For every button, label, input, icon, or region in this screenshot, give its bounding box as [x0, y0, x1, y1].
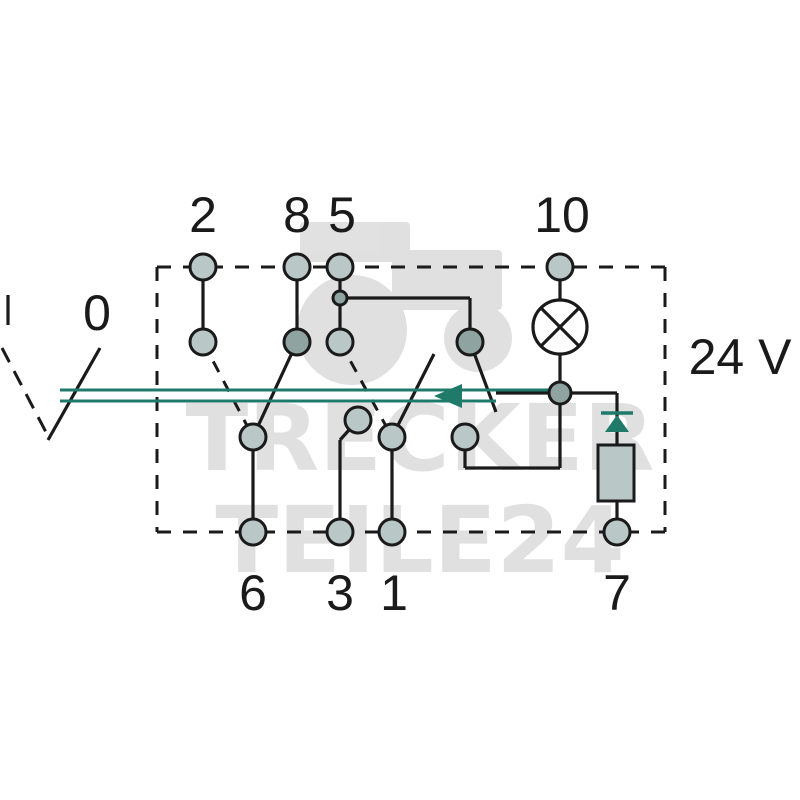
labels: 2 8 5 10 6 3 1 7 0 24 V	[83, 187, 792, 621]
label-terminal-8: 8	[283, 187, 311, 243]
label-terminal-6: 6	[239, 565, 267, 621]
terminal-5	[325, 252, 355, 282]
contact-middle	[455, 327, 485, 357]
junction-lamp	[547, 380, 573, 406]
terminal-1	[377, 517, 407, 547]
contact-1	[377, 422, 407, 452]
contact-2	[188, 327, 218, 357]
terminal-3	[325, 517, 355, 547]
label-terminal-5: 5	[328, 187, 356, 243]
terminal-10	[545, 252, 575, 282]
contact-6	[238, 422, 268, 452]
contacts	[188, 252, 632, 547]
watermark-line-2: TEILE24	[215, 487, 624, 594]
resistor-icon	[596, 443, 636, 503]
contact-5	[325, 327, 355, 357]
label-terminal-7: 7	[603, 565, 631, 621]
label-position-0: 0	[83, 285, 111, 341]
terminal-8	[282, 252, 312, 282]
lamp-icon	[531, 298, 589, 356]
terminal-7	[602, 517, 632, 547]
diode-icon	[601, 411, 633, 432]
tractor-watermark-icon	[297, 222, 512, 385]
label-terminal-1: 1	[380, 565, 408, 621]
label-voltage: 24 V	[689, 329, 793, 385]
label-terminal-10: 10	[534, 187, 590, 243]
terminal-2	[188, 252, 218, 282]
junction-5	[331, 289, 349, 307]
contact-8	[282, 327, 312, 357]
contact-lower	[450, 422, 480, 452]
contact-3	[343, 405, 373, 435]
terminal-6	[238, 517, 268, 547]
actuator-rod	[60, 384, 560, 408]
label-terminal-3: 3	[326, 565, 354, 621]
label-terminal-2: 2	[189, 187, 217, 243]
external-lever	[0, 295, 102, 441]
